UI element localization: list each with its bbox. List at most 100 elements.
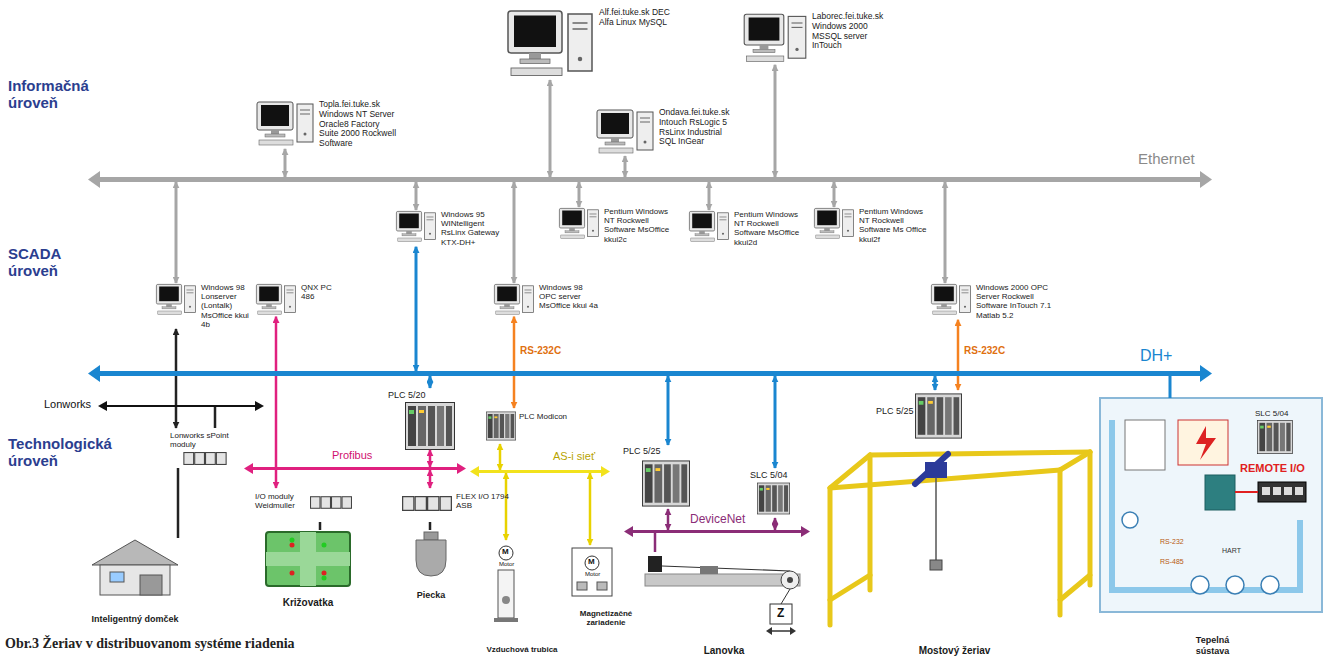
connector — [429, 522, 432, 530]
edge-label: RS-232C — [963, 345, 1006, 356]
computer-icon — [742, 12, 808, 65]
connector — [177, 468, 180, 538]
connector — [1169, 376, 1172, 398]
node-text-group: PLC 5/25 — [623, 446, 661, 456]
workstation: Pentium Windows NT Rockwell Software MsO… — [688, 210, 809, 247]
workstation: Windows 95 WINtelligent RsLinx Gateway K… — [395, 210, 507, 247]
connector — [833, 182, 836, 207]
connector — [667, 509, 670, 530]
node-text-group: Pentium Windows NT Rockwell Software MsO… — [734, 210, 809, 247]
node-text-group: Mostový žeriav — [812, 645, 1097, 657]
node-text-group: Windows 98 Lonserver (Lontalk) MsOffice … — [201, 283, 253, 329]
node-label: DeviceNet — [690, 513, 745, 527]
connector — [624, 156, 627, 177]
node-label: QNX PC 486 — [301, 283, 341, 301]
node-text-group: PLC 5/25 — [876, 406, 914, 416]
node-label: Mostový žeriav — [812, 645, 1097, 657]
connector — [275, 317, 278, 488]
plc: PLC Modicon — [483, 408, 593, 444]
connector — [578, 182, 581, 207]
node-label: Ondava.fei.tuke.sk Intouch RsLogic 5 RsL… — [659, 108, 734, 147]
node-text-group: Lonworks — [44, 398, 91, 411]
signal-label: RS-485 — [1160, 558, 1184, 566]
computer-icon — [595, 108, 655, 156]
level-label: Informačná úroveň — [8, 78, 103, 111]
traffic-model: Križovatka — [262, 530, 354, 608]
connector — [214, 407, 217, 428]
node-text-group: Lanovka — [640, 645, 808, 657]
connector — [774, 518, 777, 530]
air-tube-model: Vzduchová trubica — [478, 540, 566, 654]
connector — [708, 182, 711, 210]
io-modules: I/O moduly Weidmuller — [255, 488, 355, 522]
node-label: Topla.fei.tuke.sk Windows NT Server Orac… — [319, 100, 399, 149]
air-tube — [494, 546, 518, 622]
connector — [513, 317, 516, 408]
node-label: SLC 5/04 — [1255, 409, 1288, 418]
node-label: Tepelná sústava — [1183, 635, 1243, 656]
connector — [429, 450, 432, 467]
connector — [175, 182, 178, 283]
node-text-group: PLC 5/20 — [388, 390, 426, 400]
server-computer: Ondava.fei.tuke.sk Intouch RsLogic 5 RsL… — [595, 108, 734, 156]
node-label: FLEX I/O 1794 ASB — [456, 492, 520, 510]
io-modules — [184, 453, 452, 511]
house — [92, 540, 178, 595]
workstation: Pentium Windows NT Rockwell Software MsO… — [558, 207, 679, 244]
workstation: Windows 98 OPC server MsOffice kkui 4a — [493, 283, 601, 317]
computer-icon — [255, 283, 297, 317]
heating-system-model: Tepelná sústava SLC 5/04 — [1100, 398, 1325, 656]
node-label: PLC 5/25 — [876, 406, 914, 416]
profibus-bus: Profibus — [252, 467, 458, 470]
magnetizing-device — [572, 548, 612, 596]
cableway-model: Lanovka — [640, 552, 808, 656]
node-label: Laborec.fei.tuke.sk Windows 2000 MSSQL s… — [812, 12, 897, 51]
connector — [654, 533, 657, 552]
node-label: Pentium Windows NT Rockwell Software Ms … — [859, 207, 934, 244]
plc: SLC 5/04 — [1250, 408, 1312, 456]
figure-caption: Obr.3 Žeriav v distribuovanom systéme ri… — [5, 636, 295, 651]
axis-label: Z — [777, 607, 784, 620]
node-label: Profibus — [332, 449, 372, 462]
node-label: PLC 5/20 — [388, 390, 426, 400]
node-text-group: Alf.fei.tuke.sk DEC Alfa Linux MySQL — [599, 8, 679, 28]
node-label: Alf.fei.tuke.sk DEC Alfa Linux MySQL — [599, 8, 679, 28]
computer-icon — [688, 210, 730, 244]
node-text-group: Inteligentný domček — [85, 614, 185, 624]
dhplus-bus: DH+ — [100, 371, 1200, 376]
server-computer: Topla.fei.tuke.sk Windows NT Server Orac… — [255, 100, 399, 149]
connector — [549, 80, 552, 177]
node-text-group: Piecka — [405, 590, 457, 600]
level-label: SCADA úroveň — [8, 246, 103, 279]
node-text-group: PLC Modicon — [519, 412, 579, 421]
computer-icon — [395, 210, 437, 244]
computer-icon — [558, 207, 600, 241]
node-label: Lanovka — [640, 645, 808, 657]
server-computer: Alf.fei.tuke.sk DEC Alfa Linux MySQL — [505, 8, 679, 80]
connector — [415, 182, 418, 210]
motor-caption: Motor — [499, 561, 514, 568]
level-label: Technologická úroveň — [8, 436, 128, 469]
computer-icon — [930, 283, 972, 317]
connector — [944, 182, 947, 283]
smart-house: Inteligentný domček — [85, 538, 185, 624]
node-text-group: QNX PC 486 — [301, 283, 341, 301]
heating-system — [1100, 398, 1322, 612]
node-text-group: I/O moduly Weidmuller — [255, 492, 307, 510]
node-text-group: Laborec.fei.tuke.sk Windows 2000 MSSQL s… — [812, 12, 897, 51]
node-label: Križovatka — [262, 597, 354, 609]
plc: PLC 5/25 — [876, 390, 968, 445]
furnace-model: Piecka — [405, 530, 457, 600]
node-label: Inteligentný domček — [85, 614, 185, 624]
node-text-group: AS-i sieť — [553, 450, 595, 463]
devicenet-bus: DeviceNet — [632, 530, 802, 533]
node-label: I/O moduly Weidmuller — [255, 492, 307, 510]
connector — [415, 247, 418, 371]
signal-label: RS-232 — [1160, 538, 1184, 546]
node-label: Magnetizačné zariadenie — [571, 609, 641, 627]
node-text-group: Windows 95 WINtelligent RsLinx Gateway K… — [441, 210, 507, 247]
asi-bus: AS-i sieť — [478, 470, 602, 473]
node-label: PLC 5/25 — [623, 446, 661, 456]
computer-icon — [813, 207, 855, 241]
